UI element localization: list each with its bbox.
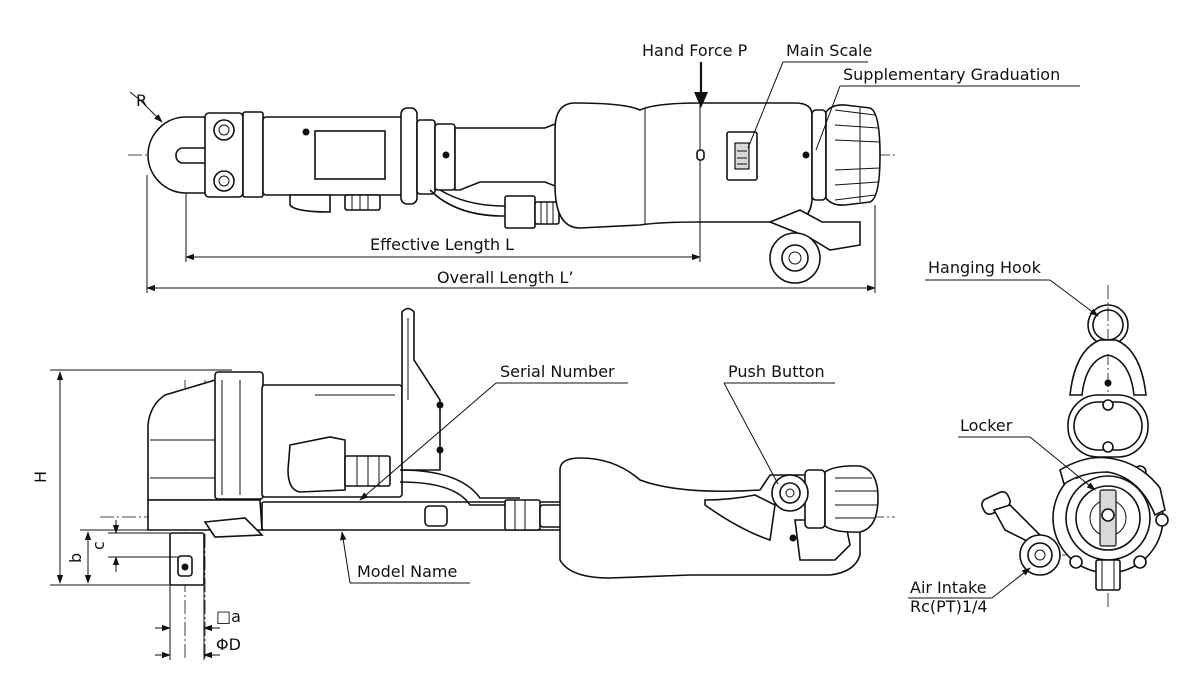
- top-view: [128, 102, 895, 284]
- adjuster-knob-top: [825, 104, 881, 206]
- height-label: H: [31, 471, 50, 483]
- hose-connector-side: [287, 436, 346, 493]
- handle-grip: [554, 102, 813, 229]
- side-view: [100, 307, 895, 660]
- side-annotations: H b c □a ΦD Serial Number Push Button Mo…: [31, 362, 835, 660]
- hanging-hook-label: Hanging Hook: [928, 258, 1042, 277]
- overall-length-label: Overall Length L’: [437, 268, 574, 287]
- hanging-hook-body: [1069, 339, 1147, 396]
- locker-label: Locker: [960, 416, 1013, 435]
- effective-length-label: Effective Length L: [370, 235, 514, 254]
- front-annotations: Hanging Hook Locker Air Intake Rc(PT)1/4: [908, 258, 1099, 616]
- serial-number-label: Serial Number: [500, 362, 615, 381]
- locker-front: [1059, 456, 1166, 517]
- square-drive-front: [1095, 559, 1121, 591]
- locker-ring-top: [400, 107, 418, 205]
- hand-force-label: Hand Force P: [642, 41, 748, 60]
- square-a-label: □a: [216, 607, 241, 626]
- supplementary-graduation-label: Supplementary Graduation: [843, 65, 1060, 84]
- air-intake-label: Air Intake: [910, 578, 987, 597]
- dim-b-label: b: [66, 553, 85, 563]
- adjuster-knob-side: [824, 465, 879, 533]
- top-annotations: R Effective Length L Overall Length L’ H…: [129, 41, 1080, 293]
- diameter-d-label: ΦD: [216, 635, 241, 654]
- hose-fitting-top: [504, 195, 536, 229]
- front-view: [981, 285, 1169, 610]
- model-plate-top: [314, 130, 386, 180]
- hand-force-arrow: [694, 92, 708, 108]
- radius-label: R: [136, 91, 147, 110]
- main-scale-label: Main Scale: [786, 41, 872, 60]
- locker-lever-side: [401, 307, 441, 471]
- air-intake-thread-label: Rc(PT)1/4: [910, 597, 988, 616]
- neck: [454, 120, 561, 191]
- dim-c-label: c: [89, 541, 108, 550]
- push-button-label: Push Button: [728, 362, 825, 381]
- model-name-label: Model Name: [357, 562, 457, 581]
